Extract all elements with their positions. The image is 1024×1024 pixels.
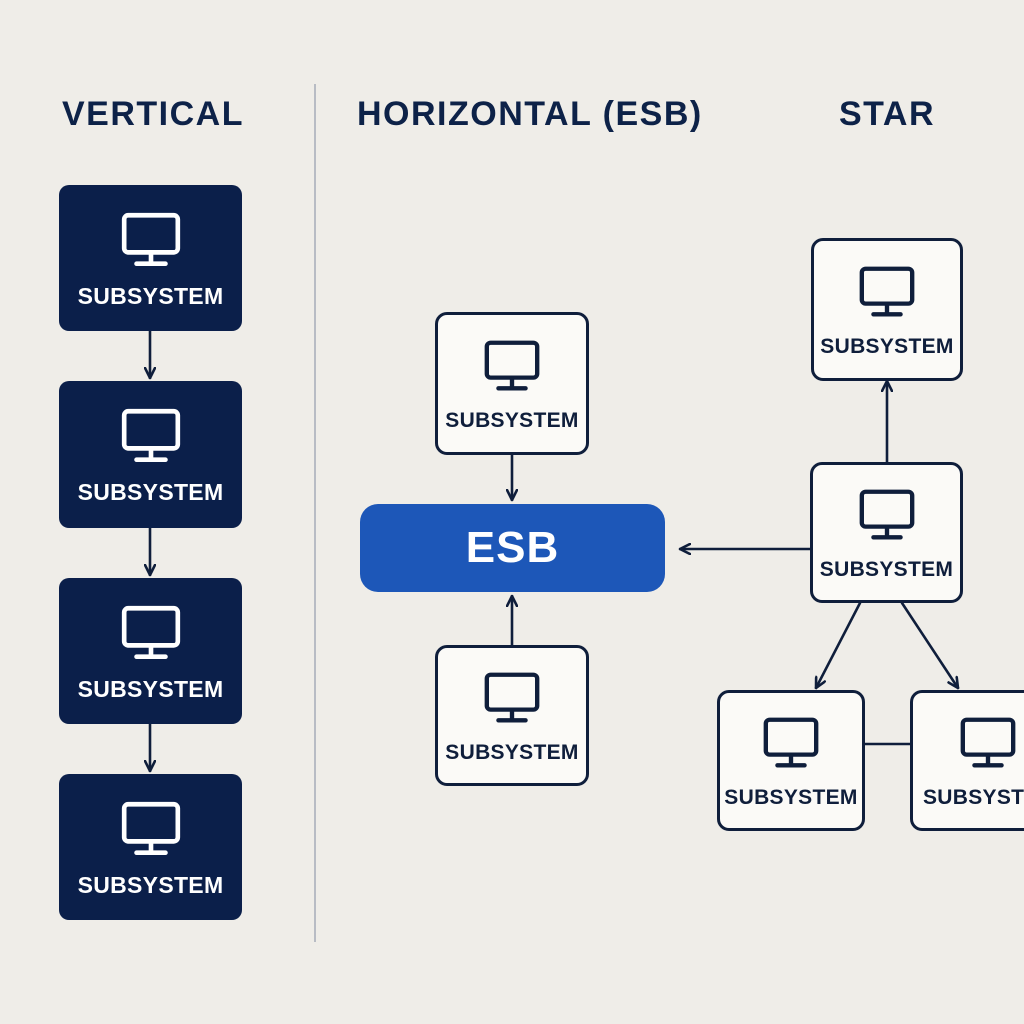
- subsystem-label: SUBSYSTEM: [77, 282, 224, 309]
- monitor-icon: [121, 408, 180, 463]
- subsystem-label: SUBSYSTEM: [77, 871, 224, 898]
- star-top-subsystem[interactable]: SUBSYSTEM: [811, 238, 963, 381]
- subsystem-label: SUBSYSTEM: [445, 408, 579, 432]
- subsystem-label: SUBSYSTEM: [724, 785, 858, 809]
- subsystem-label: SUBSYSTEM: [820, 334, 954, 358]
- subsystem-label: SUBSYSTEM: [77, 479, 224, 505]
- section-divider: [314, 84, 316, 942]
- star-hub-subsystem[interactable]: SUBSYSTEM: [810, 462, 963, 603]
- monitor-icon: [484, 672, 540, 722]
- subsystem-label: SUBSYSTEM: [77, 675, 224, 702]
- vertical-subsystem-4[interactable]: SUBSYSTEM: [59, 774, 242, 920]
- monitor-icon: [484, 340, 540, 390]
- arrow-star-hub-to-bottom-right: [900, 601, 960, 690]
- section-title-star: STAR: [839, 95, 936, 133]
- arrow-star-hub-to-bottom-left: [814, 601, 862, 690]
- esb-top-subsystem[interactable]: SUBSYSTEM: [435, 312, 589, 455]
- esb-bottom-subsystem[interactable]: SUBSYSTEM: [435, 645, 589, 786]
- section-title-horizontal: HORIZONTAL (ESB): [357, 95, 703, 133]
- subsystem-label: SUBSYSTEM: [819, 557, 954, 581]
- esb-bus[interactable]: ESB: [360, 504, 665, 592]
- monitor-icon: [121, 212, 180, 266]
- star-bottom-left-subsystem[interactable]: SUBSYSTEM: [717, 690, 865, 831]
- vertical-subsystem-3[interactable]: SUBSYSTEM: [59, 578, 242, 724]
- star-bottom-right-subsystem[interactable]: SUBSYSTEM: [910, 690, 1024, 831]
- monitor-icon: [960, 717, 1016, 767]
- monitor-icon: [121, 605, 180, 659]
- vertical-subsystem-1[interactable]: SUBSYSTEM: [59, 185, 242, 331]
- esb-label: ESB: [465, 523, 560, 572]
- monitor-icon: [859, 489, 914, 539]
- subsystem-label: SUBSYSTEM: [445, 740, 579, 764]
- section-title-vertical: VERTICAL: [62, 95, 244, 133]
- monitor-icon: [763, 717, 819, 767]
- monitor-icon: [859, 266, 915, 316]
- subsystem-label: SUBSYSTEM: [923, 785, 1024, 809]
- monitor-icon: [121, 801, 180, 855]
- vertical-subsystem-2[interactable]: SUBSYSTEM: [59, 381, 242, 528]
